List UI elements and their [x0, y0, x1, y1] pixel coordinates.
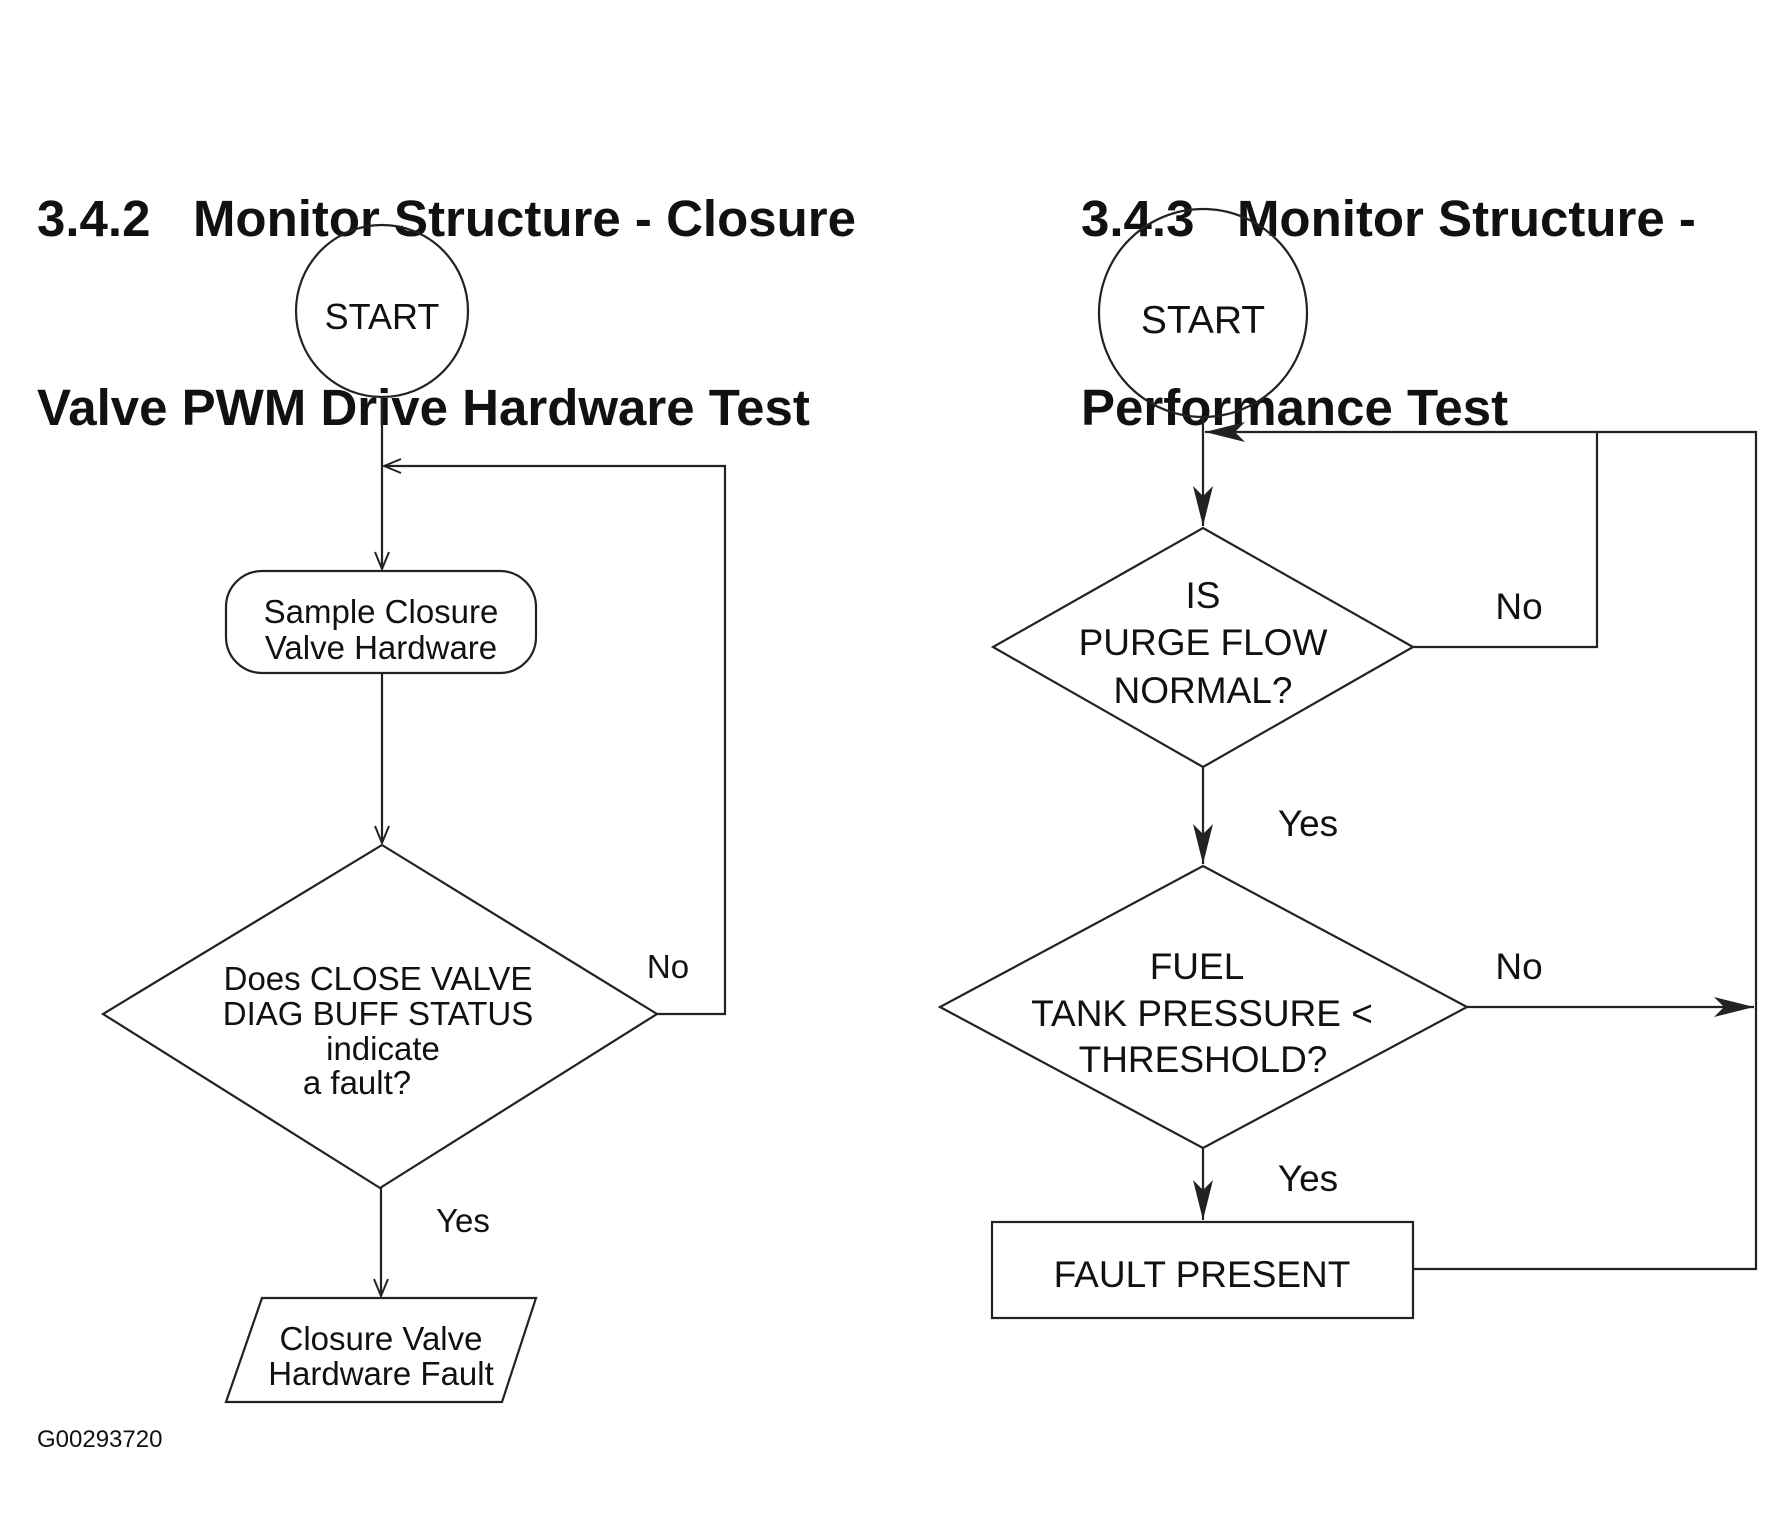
left-output-node — [224, 1296, 538, 1404]
left-flowchart: START Sample Closure Valve Hardware Does… — [100, 223, 727, 1404]
left-start-label: START — [325, 296, 440, 337]
left-output-label-line2: Hardware Fault — [268, 1355, 494, 1392]
left-output-label-line1: Closure Valve — [280, 1320, 483, 1357]
right-no1-loop-arrow — [1205, 422, 1599, 649]
right-decision2-line2: TANK PRESSURE < — [1031, 993, 1373, 1034]
right-flowchart: START IS PURGE FLOW NORMAL? No Yes FUEL … — [937, 207, 1758, 1320]
right-result-label: FAULT PRESENT — [1054, 1254, 1351, 1295]
left-decision-line1: Does CLOSE VALVE — [224, 960, 533, 997]
left-yes-label: Yes — [436, 1202, 490, 1239]
left-section-title: 3.4.2 Monitor Structure - Closure Valve … — [37, 61, 856, 502]
right-yes2-label: Yes — [1278, 1158, 1338, 1199]
left-title-line1: 3.4.2 Monitor Structure - Closure — [37, 190, 856, 247]
left-title-line2: Valve PWM Drive Hardware Test — [37, 379, 810, 436]
left-decision-line3: indicate — [326, 1030, 440, 1067]
right-return-loop-line — [1413, 430, 1758, 1271]
right-decision1-line3: NORMAL? — [1114, 670, 1293, 711]
left-decision-line4: a fault? — [303, 1064, 411, 1101]
left-process-label-line2: Valve Hardware — [265, 629, 497, 666]
left-decision-line2: DIAG BUFF STATUS — [223, 995, 533, 1032]
right-decision2-line1: FUEL — [1150, 946, 1245, 987]
left-no-label: No — [647, 948, 689, 985]
right-yes1-label: Yes — [1278, 803, 1338, 844]
right-title-line1: 3.4.3 Monitor Structure - — [1081, 190, 1696, 247]
right-no2-label: No — [1495, 946, 1542, 987]
reference-code: G00293720 — [37, 1426, 163, 1453]
left-no-loop-arrow — [384, 466, 727, 1016]
right-start-label: START — [1141, 299, 1265, 342]
right-decision1-line2: PURGE FLOW — [1079, 622, 1328, 663]
right-decision2-line3: THRESHOLD? — [1079, 1039, 1328, 1080]
right-no1-label: No — [1495, 586, 1542, 627]
right-decision1-line1: IS — [1186, 575, 1221, 616]
left-process-label-line1: Sample Closure — [264, 593, 499, 630]
